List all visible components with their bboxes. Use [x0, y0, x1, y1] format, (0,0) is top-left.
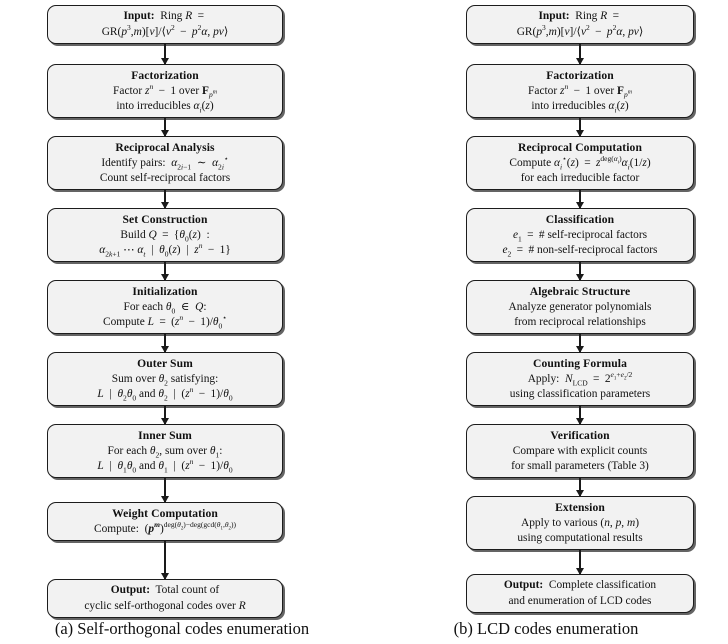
panel-lcd: Input: Ring R = GR(p3,m)[v]/⟨v2 − p2α, p… [364, 0, 728, 644]
node-title: Algebraic Structure [529, 285, 631, 299]
node-line: GR(p3,m)[v]/⟨v2 − p2α, pv⟩ [101, 22, 229, 38]
node-outer-sum: Outer Sum Sum over θ2 satisfying: L | θ2… [47, 352, 283, 406]
node-factorization: Factorization Factor zn − 1 over Fpm int… [466, 64, 694, 118]
node-line: Input: Ring R = [123, 10, 205, 23]
node-line: GR(p3,m)[v]/⟨v2 − p2α, pv⟩ [516, 22, 644, 38]
connector-arrow [164, 478, 166, 502]
node-line: Identify pairs: α2i−1 ∼ α2i⋆ [101, 153, 229, 171]
node-title: Set Construction [122, 213, 208, 227]
node-line: Output: Complete classification [503, 579, 657, 592]
connector-arrow [579, 190, 581, 208]
node-line: Sum over θ2 satisfying: [111, 372, 219, 387]
node-title: Factorization [131, 69, 199, 83]
connector-arrow [579, 262, 581, 280]
caption-panel-a: (a) Self-orthogonal codes enumeration [54, 619, 310, 638]
node-line: into irreducibles αi(z) [116, 99, 214, 114]
node-line: for small parameters (Table 3) [511, 459, 649, 472]
node-title: Inner Sum [138, 429, 192, 443]
node-line: using computational results [517, 531, 643, 544]
node-line: L | θ1θ0 and θ1 | (zn − 1)/θ0 [97, 456, 233, 474]
node-title: Weight Computation [112, 507, 218, 521]
connector-arrow [164, 334, 166, 352]
node-counting-formula: Counting Formula Apply: NLCD = 2e1+e2/2 … [466, 352, 694, 406]
node-initialization: Initialization For each θ0 ∈ Q: Compute … [47, 280, 283, 334]
connector-arrow [579, 334, 581, 352]
node-line: Build Q = {θ0(z) : [120, 228, 210, 243]
node-line: e2 = # non-self-reciprocal factors [502, 243, 658, 258]
caption-panel-b: (b) LCD codes enumeration [453, 619, 639, 638]
node-line: L | θ2θ0 and θ2 | (zn − 1)/θ0 [97, 384, 233, 402]
node-line: Analyze generator polynomials [508, 300, 652, 313]
connector-arrow [579, 478, 581, 496]
connector-arrow [164, 406, 166, 424]
node-input: Input: Ring R = GR(p3,m)[v]/⟨v2 − p2α, p… [466, 5, 694, 44]
connector-arrow [164, 44, 166, 64]
panel-self-orthogonal: Input: Ring R = GR(p3,m)[v]/⟨v2 − p2α, p… [0, 0, 364, 644]
connector-arrow [164, 541, 166, 579]
node-inner-sum: Inner Sum For each θ2, sum over θ1: L | … [47, 424, 283, 478]
node-title: Initialization [132, 285, 198, 299]
node-line: Compute L = (zn − 1)/θ0⋆ [102, 312, 228, 330]
node-reciprocal-analysis: Reciprocal Analysis Identify pairs: α2i−… [47, 136, 283, 190]
node-line: For each θ2, sum over θ1: [107, 444, 223, 459]
flow-column-a: Input: Ring R = GR(p3,m)[v]/⟨v2 − p2α, p… [47, 5, 283, 618]
node-weight-computation: Weight Computation Compute: (pm)deg(θ2)−… [47, 502, 283, 541]
node-title: Factorization [546, 69, 614, 83]
connector-arrow [579, 118, 581, 136]
node-line: Compute: (pm)deg(θ2)−deg(gcd(θ1,θ2)) [93, 519, 237, 535]
node-line: Compute αi⋆(z) = zdeg(αi)αi(1/z) [509, 153, 651, 171]
node-line: using classification parameters [509, 387, 651, 400]
node-output: Output: Complete classification and enum… [466, 574, 694, 613]
connector-arrow [579, 406, 581, 424]
connector-arrow [164, 190, 166, 208]
node-line: into irreducibles αi(z) [531, 99, 629, 114]
node-line: Factor zn − 1 over Fpm [113, 81, 217, 99]
node-line: α2k+1 ⋯ αt | θ0(z) | zn − 1} [99, 240, 231, 258]
node-input: Input: Ring R = GR(p3,m)[v]/⟨v2 − p2α, p… [47, 5, 283, 44]
node-reciprocal-computation: Reciprocal Computation Compute αi⋆(z) = … [466, 136, 694, 190]
node-algebraic-structure: Algebraic Structure Analyze generator po… [466, 280, 694, 334]
node-line: cyclic self-orthogonal codes over R [84, 599, 246, 612]
connector-arrow [164, 262, 166, 280]
node-set-construction: Set Construction Build Q = {θ0(z) : α2k+… [47, 208, 283, 262]
node-line: e1 = # self-reciprocal factors [512, 228, 648, 243]
node-line: from reciprocal relationships [514, 315, 646, 328]
node-line: For each θ0 ∈ Q: [123, 300, 207, 315]
node-title: Classification [545, 213, 615, 227]
node-classification: Classification e1 = # self-reciprocal fa… [466, 208, 694, 262]
node-title: Reciprocal Computation [517, 141, 643, 155]
node-line: Compare with explicit counts [512, 444, 648, 457]
node-line: for each irreducible factor [520, 171, 640, 184]
node-line: and enumeration of LCD codes [508, 594, 652, 607]
flow-column-b: Input: Ring R = GR(p3,m)[v]/⟨v2 − p2α, p… [466, 5, 694, 613]
connector-arrow [579, 550, 581, 574]
node-verification: Verification Compare with explicit count… [466, 424, 694, 478]
node-factorization: Factorization Factor zn − 1 over Fpm int… [47, 64, 283, 118]
node-output: Output: Total count of cyclic self-ortho… [47, 579, 283, 618]
node-line: Count self-reciprocal factors [99, 171, 231, 184]
node-line: Input: Ring R = [538, 10, 620, 23]
connector-arrow [164, 118, 166, 136]
node-title: Outer Sum [137, 357, 193, 371]
node-title: Extension [555, 501, 605, 515]
connector-arrow [579, 44, 581, 64]
node-line: Apply: NLCD = 2e1+e2/2 [527, 369, 633, 387]
node-title: Reciprocal Analysis [115, 141, 215, 155]
node-line: Output: Total count of [110, 584, 220, 597]
node-line: Apply to various (n, p, m) [520, 516, 640, 529]
node-title: Counting Formula [532, 357, 628, 371]
node-line: Factor zn − 1 over Fpm [528, 81, 632, 99]
node-title: Verification [550, 429, 610, 443]
node-extension: Extension Apply to various (n, p, m) usi… [466, 496, 694, 550]
